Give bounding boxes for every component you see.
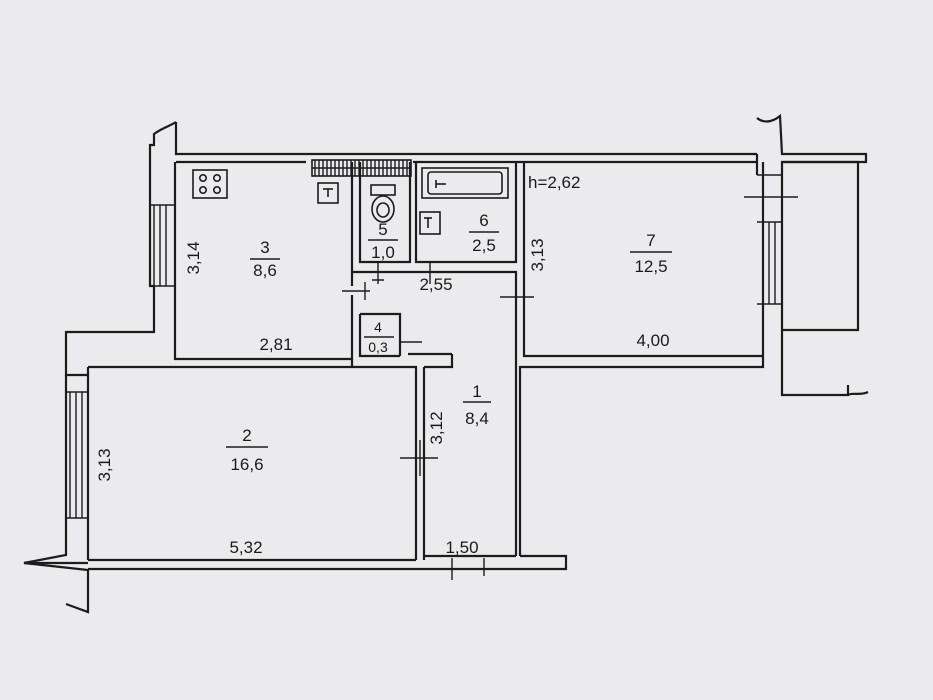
svg-text:8,6: 8,6 [253,261,277,280]
window-room-7 [757,174,782,305]
ceiling-height-label: h=2,62 [528,173,580,192]
room-6-label: 6 2,5 [469,211,499,255]
stove-icon [192,169,228,199]
svg-text:0,3: 0,3 [368,339,388,355]
svg-text:4: 4 [374,319,382,335]
bathroom-sink-icon [419,211,441,235]
room-3-label: 3 8,6 [250,238,280,280]
svg-text:3: 3 [260,238,269,257]
room-2-walls [88,352,454,560]
room-3-walls [173,162,354,361]
room-4-label: 4 0,3 [364,319,394,355]
left-lower-exterior-wall [23,367,90,614]
svg-text:7: 7 [646,231,655,250]
dim-room2-height: 3,13 [95,448,114,481]
window-room-3 [150,204,175,287]
svg-text:16,6: 16,6 [230,455,263,474]
room-2-label: 2 16,6 [226,426,268,474]
right-lower-wall [518,162,869,556]
room-5-label: 5 1,0 [368,220,398,262]
dim-room3-height: 3,14 [184,241,203,274]
svg-text:2,5: 2,5 [472,236,496,255]
svg-text:1: 1 [472,382,481,401]
left-upper-exterior-wall [64,205,156,377]
balcony-outline [782,160,860,332]
bathtub-icon [421,167,509,199]
svg-text:5: 5 [378,220,387,239]
right-upper-wall [755,113,868,397]
room-5-walls [358,162,412,264]
ventilation-shaft [311,159,412,177]
room-7-label: 7 12,5 [630,231,672,276]
svg-text:1,0: 1,0 [371,243,395,262]
toilet-icon [370,184,396,223]
dim-room7-height: 3,13 [528,238,547,271]
room-6-walls [414,162,518,264]
svg-text:8,4: 8,4 [465,409,489,428]
bottom-exterior-wall [24,554,568,571]
dim-room1-width: 1,50 [445,538,478,557]
room-1-label: 1 8,4 [463,382,491,428]
dim-room3-width: 2,81 [259,335,292,354]
top-exterior-wall [148,121,757,205]
svg-text:6: 6 [479,211,488,230]
svg-text:12,5: 12,5 [634,257,667,276]
window-room-2 [66,391,88,519]
room-1-walls [424,300,518,558]
room-7-walls [522,162,763,358]
kitchen-sink-icon [317,182,339,204]
door-marks [342,186,798,580]
dim-room2-width: 5,32 [229,538,262,557]
svg-text:2: 2 [242,426,251,445]
dim-room1-height: 3,12 [427,411,446,444]
dim-room7-width: 4,00 [636,331,669,350]
dim-corridor-width: 2,55 [419,275,452,294]
